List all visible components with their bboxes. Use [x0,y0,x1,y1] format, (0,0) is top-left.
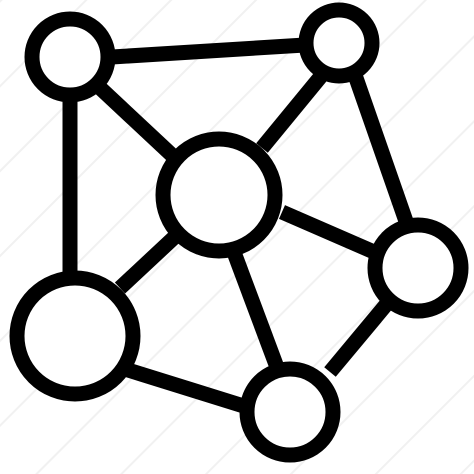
node-top-left [24,11,116,103]
edge-center-right [279,205,377,259]
edge-topright-right [347,72,416,230]
edge-topleft-center [92,80,181,164]
node-top-right [298,2,380,84]
edge-topright-center [256,70,328,153]
edge-center-bottomleft [114,226,186,294]
edge-right-bottom [324,295,396,377]
edge-bottomleft-bottom [125,362,253,416]
network-nodes [9,2,469,463]
network-edges [62,37,416,416]
edge-center-bottom [227,252,286,373]
node-center [155,131,283,259]
node-bottom-left [9,270,141,402]
node-bottom [239,361,341,463]
node-right [367,217,469,319]
edge-topleft-topright [111,37,306,65]
